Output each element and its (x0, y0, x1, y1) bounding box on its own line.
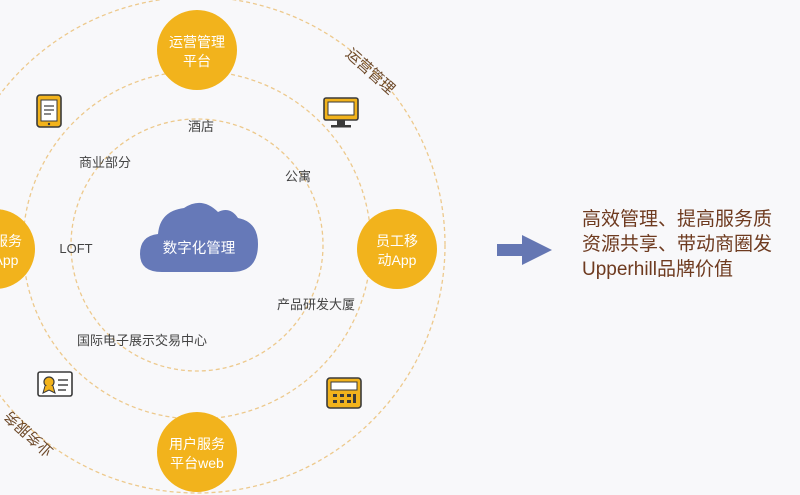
node-right: 员工移 动App (357, 209, 437, 289)
inner-label-hotel: 酒店 (188, 119, 214, 134)
node-right-line1: 员工移 (376, 233, 418, 249)
node-bottom-line1: 用户服务 (169, 436, 225, 452)
inner-label-loft: LOFT (59, 241, 92, 256)
tablet-icon (36, 94, 62, 128)
node-top-line2: 平台 (183, 53, 211, 69)
node-bottom: 用户服务 平台web (157, 412, 237, 492)
outer-ring (0, 0, 446, 494)
node-left-line2: App (0, 252, 19, 268)
arrow-right-icon (497, 235, 552, 265)
outer-label-business-service: 业务服务 (1, 407, 57, 460)
certificate-icon (37, 371, 73, 397)
summary-text: 高效管理、提高服务质 资源共享、带动商圈发 Upperhill品牌价值 (582, 207, 800, 297)
inner-label-exhibition-center: 国际电子展示交易中心 (77, 333, 207, 348)
summary-line-2: 资源共享、带动商圈发 (582, 234, 773, 255)
node-left: 服务 App (0, 209, 35, 289)
pos-terminal-icon (326, 377, 362, 409)
center-cloud: 数字化管理 (140, 202, 258, 272)
node-left-line1: 服务 (0, 233, 22, 249)
inner-ring (70, 118, 324, 372)
inner-label-rd-building: 产品研发大厦 (277, 297, 355, 312)
monitor-icon (323, 97, 359, 128)
inner-label-apartment: 公寓 (285, 169, 311, 184)
node-top-line1: 运营管理 (169, 34, 225, 50)
summary-line-3: Upperhill品牌价值 (582, 259, 733, 280)
summary-line-1: 高效管理、提高服务质 (582, 209, 773, 230)
outer-label-operations: 运营管理 (342, 45, 398, 98)
node-right-line2: 动App (378, 252, 417, 268)
center-label: 数字化管理 (163, 240, 236, 257)
node-bottom-line2: 平台web (170, 455, 224, 471)
inner-label-commercial: 商业部分 (79, 155, 131, 170)
node-top: 运营管理 平台 (157, 10, 237, 90)
